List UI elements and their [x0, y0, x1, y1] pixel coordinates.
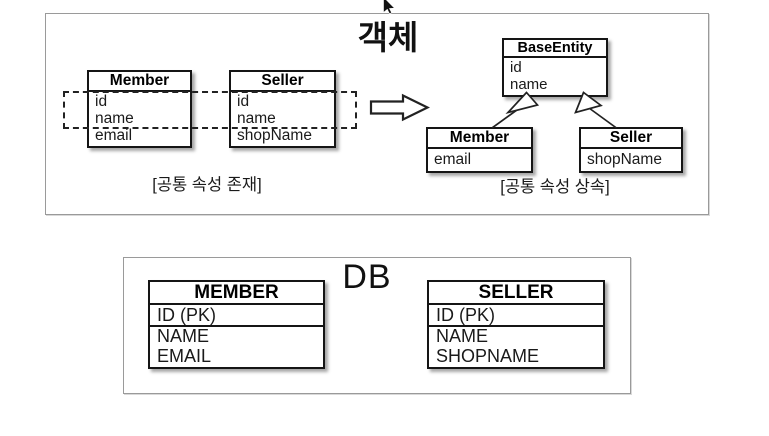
db-section-title: DB	[342, 258, 392, 296]
class-attribute: id	[510, 59, 522, 76]
class-box-member-before: Member id name email	[87, 70, 192, 148]
class-box-baseentity: BaseEntity id name	[502, 38, 608, 97]
class-attribute: id	[95, 93, 108, 110]
db-table-member: MEMBER ID (PK) NAME EMAIL	[148, 280, 325, 369]
caption-common-attributes-exist: [공통 속성 존재]	[152, 176, 262, 194]
class-body: id name shopName	[231, 92, 334, 146]
table-row-pk: ID (PK)	[429, 305, 603, 327]
table-row: SHOPNAME	[436, 345, 540, 366]
table-row: EMAIL	[157, 345, 212, 366]
class-body: id name	[504, 58, 606, 95]
class-attribute: name	[237, 110, 276, 127]
table-row-pk: ID (PK)	[150, 305, 323, 327]
table-row: NAME	[157, 326, 210, 346]
class-box-member-after: Member email	[426, 127, 533, 173]
class-body: id name email	[89, 92, 190, 146]
class-box-seller-after: Seller shopName	[579, 127, 683, 173]
class-header: Member	[89, 72, 190, 92]
table-columns: NAME EMAIL	[150, 326, 323, 367]
class-attribute: id	[237, 93, 250, 110]
class-attribute: email	[95, 127, 133, 144]
class-header: Seller	[581, 129, 681, 149]
table-columns: NAME SHOPNAME	[429, 326, 603, 367]
db-table-seller: SELLER ID (PK) NAME SHOPNAME	[427, 280, 605, 369]
class-header: Seller	[231, 72, 334, 92]
class-attribute: name	[510, 76, 548, 93]
common-attributes-dashed-box	[63, 91, 357, 129]
class-attribute: shopName	[237, 127, 312, 144]
class-body: email	[428, 149, 531, 171]
class-attribute: name	[95, 110, 134, 127]
mouse-pointer-icon	[383, 0, 396, 15]
table-header: MEMBER	[150, 282, 323, 305]
class-body: shopName	[581, 149, 681, 171]
class-attribute: shopName	[587, 151, 662, 168]
class-header: Member	[428, 129, 531, 149]
table-header: SELLER	[429, 282, 603, 305]
table-row: NAME	[436, 326, 489, 346]
class-attribute: email	[434, 151, 472, 168]
object-section-title: 객체	[357, 19, 419, 56]
caption-common-attributes-inherited: [공통 속성 상속]	[500, 178, 610, 196]
class-header: BaseEntity	[504, 40, 606, 58]
